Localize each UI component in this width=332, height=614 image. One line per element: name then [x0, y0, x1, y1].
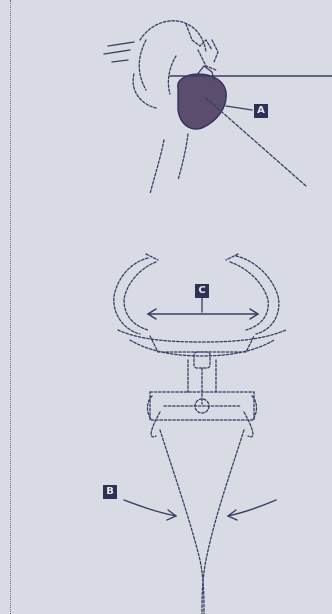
right-ear-hook-inner [230, 262, 268, 330]
finger-outline [186, 24, 212, 50]
center-clip [194, 352, 210, 368]
cheek-outline [133, 74, 156, 108]
callout-label-b: B [103, 485, 117, 499]
motion-line [112, 60, 128, 62]
pinch-arrow-left [124, 500, 176, 516]
finger-outline [198, 50, 216, 70]
motion-line [104, 50, 130, 54]
cable-strand-right [202, 430, 244, 614]
left-cable-loop [151, 412, 160, 437]
callout-a-leader [226, 106, 252, 110]
callout-label-c: C [195, 284, 209, 298]
neck-outline [150, 140, 164, 194]
cable-strand-left [160, 430, 204, 614]
hand-outline [168, 56, 176, 94]
left-hook-tip [146, 254, 158, 260]
neck-outline [178, 134, 188, 180]
head-outline [140, 21, 206, 52]
headband-bridge [150, 336, 254, 352]
right-hook-tip [226, 254, 238, 260]
ear-outline [139, 40, 146, 90]
left-ear-hook-inner [124, 262, 156, 330]
headset-top-view-figure [114, 254, 286, 614]
pinch-arrow-right [228, 500, 276, 516]
ear-detail-figure [104, 21, 332, 194]
headband-back [130, 340, 274, 356]
callout-label-a: A [254, 104, 268, 118]
earpiece-shaded [178, 74, 226, 129]
right-cable-loop [244, 412, 253, 437]
finger-outline [212, 40, 218, 62]
motion-line [108, 42, 134, 46]
